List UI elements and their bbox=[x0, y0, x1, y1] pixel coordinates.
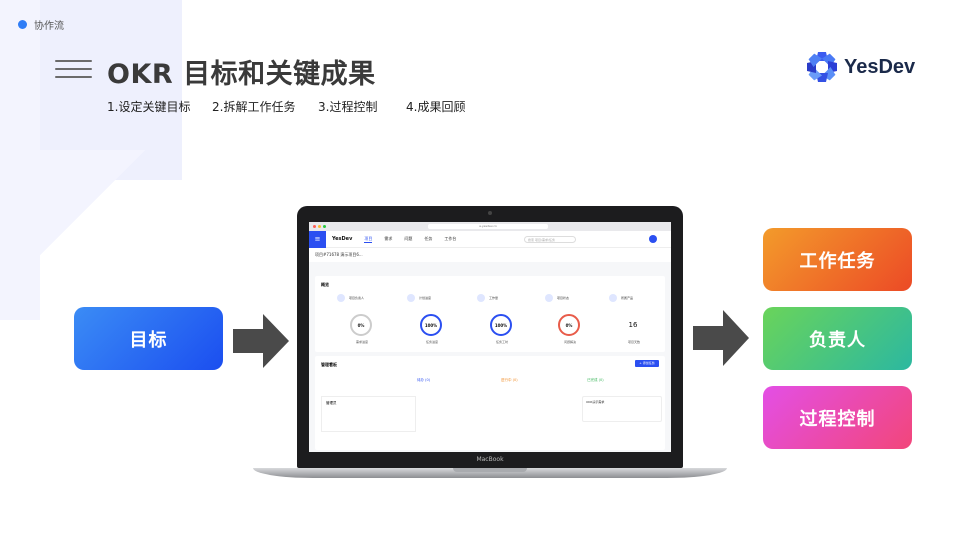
project-line: 项目#71678 演示项目6... bbox=[309, 248, 671, 262]
task-button[interactable]: 工作任务 bbox=[763, 228, 912, 291]
brand-logo: YesDev bbox=[806, 51, 915, 83]
browser-bar: a.yesdev.cn bbox=[309, 222, 671, 231]
overview-panel: 概览 项目负责人 0% 需求进度 计划进度 100% 任务进度 bbox=[315, 276, 665, 352]
arrow-right-icon bbox=[233, 314, 289, 368]
camera-icon bbox=[488, 211, 492, 215]
status-icon bbox=[545, 294, 553, 302]
laptop-mockup: a.yesdev.cn ≡ YesDev 项目 需求 问题 任务 工作台 搜索 … bbox=[253, 206, 727, 478]
progress-ring: 0% bbox=[350, 314, 372, 336]
owner-button[interactable]: 负责人 bbox=[763, 307, 912, 370]
stat-workload: 工作量 100% 任务工时 bbox=[475, 294, 535, 350]
avatar[interactable] bbox=[649, 235, 657, 243]
laptop-lid: a.yesdev.cn ≡ YesDev 项目 需求 问题 任务 工作台 搜索 … bbox=[297, 206, 683, 468]
overview-title: 概览 bbox=[321, 282, 329, 287]
nav-item-task[interactable]: 任务 bbox=[424, 236, 433, 241]
background-diagonal bbox=[0, 150, 180, 300]
stat-label: 任务进度 bbox=[425, 340, 438, 344]
group-label: 管理员 bbox=[326, 401, 337, 405]
add-task-button[interactable]: + 添加任务 bbox=[635, 360, 659, 367]
stat-requirement: 项目负责人 0% 需求进度 bbox=[335, 294, 395, 350]
task-card[interactable]: OKR演示需求 bbox=[582, 396, 662, 422]
logo-text: YesDev bbox=[844, 55, 916, 78]
stat-head: 项目状态 bbox=[557, 296, 570, 300]
stat-label: 项目天数 bbox=[627, 340, 640, 344]
page-title: OKR 目标和关键成果 bbox=[107, 59, 376, 90]
arrow-right-icon bbox=[693, 310, 749, 366]
address-bar[interactable]: a.yesdev.cn bbox=[428, 224, 548, 229]
menu-icon[interactable]: ≡ bbox=[309, 230, 326, 248]
column-todo: 待办 (0) bbox=[417, 378, 431, 382]
nav-item-workbench[interactable]: 工作台 bbox=[444, 236, 457, 241]
user-icon bbox=[337, 294, 345, 302]
stat-label: 问题解决 bbox=[563, 340, 576, 344]
progress-ring: 100% bbox=[420, 314, 442, 336]
stat-label: 任务工时 bbox=[495, 340, 508, 344]
breadcrumb: 协作流 bbox=[18, 17, 64, 32]
calendar-icon bbox=[407, 294, 415, 302]
stat-task: 计划进度 100% 任务进度 bbox=[405, 294, 465, 350]
clock-icon bbox=[477, 294, 485, 302]
laptop-base bbox=[253, 468, 727, 478]
stat-head: 工作量 bbox=[489, 296, 499, 300]
column-doing: 进行中 (0) bbox=[501, 378, 518, 382]
stat-label: 需求进度 bbox=[355, 340, 368, 344]
step-list: 1.设定关键目标 2.拆解工作任务 3.过程控制 4.成果回顾 bbox=[107, 98, 465, 115]
breadcrumb-dot-icon bbox=[18, 20, 27, 29]
close-dot-icon[interactable] bbox=[313, 225, 316, 228]
maximize-dot-icon[interactable] bbox=[323, 225, 326, 228]
minimize-dot-icon[interactable] bbox=[318, 225, 321, 228]
days-count: 16 bbox=[628, 321, 638, 329]
nav-item-issue[interactable]: 问题 bbox=[404, 236, 413, 241]
nav-item-requirement[interactable]: 需求 bbox=[384, 236, 393, 241]
progress-ring: 100% bbox=[490, 314, 512, 336]
process-control-button[interactable]: 过程控制 bbox=[763, 386, 912, 449]
stat-head: 所属产品 bbox=[621, 296, 634, 300]
stat-issue: 项目状态 0% 问题解决 bbox=[543, 294, 603, 350]
yesdev-logo-icon bbox=[807, 52, 837, 82]
step-4: 4.成果回顾 bbox=[406, 100, 466, 114]
step-3: 3.过程控制 bbox=[318, 100, 378, 114]
goal-button[interactable]: 目标 bbox=[74, 307, 223, 370]
menu-lines-icon bbox=[55, 60, 92, 78]
app-nav: ≡ YesDev 项目 需求 问题 任务 工作台 搜索 项目/需求/任务 bbox=[309, 230, 671, 248]
card-title: OKR演示需求 bbox=[586, 400, 605, 404]
progress-ring: 0% bbox=[558, 314, 580, 336]
app-screen: a.yesdev.cn ≡ YesDev 项目 需求 问题 任务 工作台 搜索 … bbox=[309, 222, 671, 452]
stat-days: 所属产品 16 项目天数 bbox=[607, 294, 667, 350]
laptop-notch bbox=[453, 468, 527, 472]
search-input[interactable]: 搜索 项目/需求/任务 bbox=[524, 236, 576, 243]
step-2: 2.拆解工作任务 bbox=[212, 100, 296, 114]
board-title: 管理看板 bbox=[321, 362, 337, 367]
laptop-brand: MacBook bbox=[476, 456, 504, 463]
nav-item-project[interactable]: 项目 bbox=[364, 235, 373, 243]
app-logo: YesDev bbox=[332, 236, 353, 242]
board-group: 管理员 bbox=[321, 396, 416, 432]
breadcrumb-label: 协作流 bbox=[34, 21, 64, 32]
step-1: 1.设定关键目标 bbox=[107, 100, 191, 114]
product-icon bbox=[609, 294, 617, 302]
stat-head: 计划进度 bbox=[419, 296, 432, 300]
board-panel: 管理看板 + 添加任务 待办 (0) 进行中 (0) 已完成 (0) 管理员 O… bbox=[315, 356, 665, 450]
column-done: 已完成 (0) bbox=[587, 378, 604, 382]
stat-head: 项目负责人 bbox=[349, 296, 365, 300]
